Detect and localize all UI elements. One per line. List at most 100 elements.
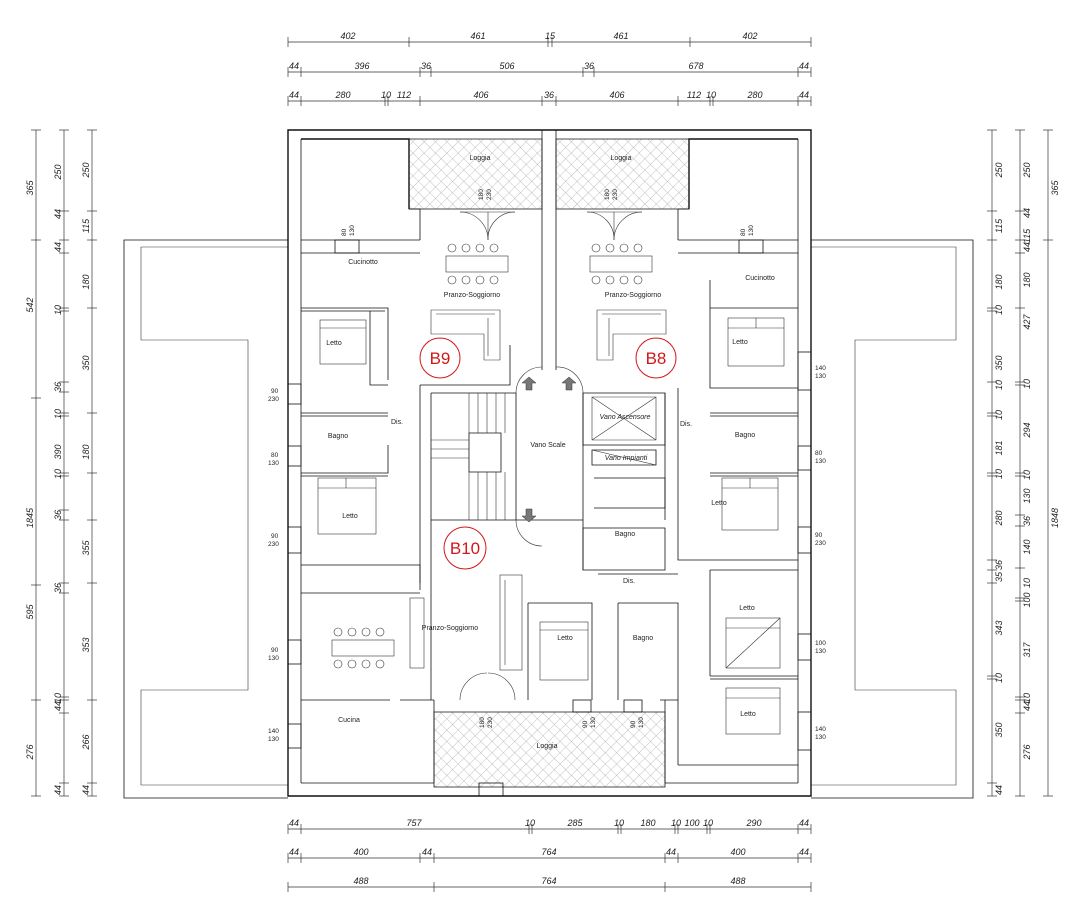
dim-text: 678 xyxy=(688,61,703,71)
top-dimension-row-2: 44 396 36 506 36 678 44 xyxy=(287,61,812,77)
dim-text: 402 xyxy=(340,31,355,41)
right-terrace xyxy=(811,239,974,799)
dim-text: 180 xyxy=(81,274,91,289)
dim-text: 276 xyxy=(25,744,35,760)
dim-text: 353 xyxy=(81,637,91,652)
room-label: Dis. xyxy=(680,421,692,428)
room-label: Loggia xyxy=(469,155,490,162)
dim-text: 542 xyxy=(25,297,35,312)
left-terrace xyxy=(123,239,288,799)
dim-text: 10 xyxy=(1022,578,1032,588)
opening-width: 90 xyxy=(271,647,279,654)
dim-text: 44 xyxy=(53,209,63,219)
dim-text: 44 xyxy=(289,818,299,828)
dim-text: 115 xyxy=(81,218,91,233)
door-mark: 230 xyxy=(486,189,493,200)
dim-text: 280 xyxy=(746,90,762,100)
dim-text: 396 xyxy=(354,61,369,71)
dim-text: 1845 xyxy=(25,507,35,528)
dim-text: 44 xyxy=(53,242,63,252)
dim-text: 10 xyxy=(53,469,63,479)
door-mark: 80 xyxy=(341,228,348,236)
dim-text: 44 xyxy=(1022,242,1032,252)
opening-width: 140 xyxy=(268,728,279,735)
dim-text: 294 xyxy=(1022,422,1032,438)
dim-text: 10 xyxy=(703,818,713,828)
interior-walls xyxy=(301,210,798,783)
opening-height: 130 xyxy=(815,458,826,465)
room-label: Pranzo-Soggiorno xyxy=(444,292,501,299)
dim-text: 427 xyxy=(1022,314,1032,330)
dim-text: 10 xyxy=(994,305,1004,315)
opening-height: 130 xyxy=(268,655,279,662)
dim-text: 250 xyxy=(994,162,1004,178)
dim-text: 44 xyxy=(799,61,809,71)
dim-text: 180 xyxy=(994,274,1004,289)
dim-text: 44 xyxy=(289,61,299,71)
dim-text: 400 xyxy=(730,847,745,857)
room-label: Letto xyxy=(711,500,727,507)
dim-text: 757 xyxy=(406,818,422,828)
door-mark: 90 xyxy=(630,720,637,728)
room-label: Pranzo-Soggiorno xyxy=(605,292,662,299)
opening-width: 140 xyxy=(815,726,826,733)
dim-text: 488 xyxy=(730,876,745,886)
opening-width: 90 xyxy=(815,532,823,539)
door-mark: 180 xyxy=(479,717,486,728)
top-dimension-row-3: 44 280 10 112 406 36 406 112 10 280 44 xyxy=(287,90,812,106)
dim-text: 350 xyxy=(994,355,1004,370)
dim-text: 130 xyxy=(1022,488,1032,503)
right-dimension-outer: 365 1848 xyxy=(1043,129,1060,797)
room-label: Dis. xyxy=(391,419,403,426)
room-label: Bagno xyxy=(328,433,348,440)
opening-width: 90 xyxy=(271,388,279,395)
dim-text: 10 xyxy=(706,90,716,100)
door-mark: 180 xyxy=(478,189,485,200)
up-arrow-icon xyxy=(521,376,537,391)
dim-text: 250 xyxy=(81,162,91,178)
dim-text: 365 xyxy=(1050,180,1060,196)
up-arrow-icon xyxy=(561,376,577,391)
dim-text: 10 xyxy=(53,409,63,419)
dim-text: 180 xyxy=(81,444,91,459)
dim-text: 44 xyxy=(666,847,676,857)
room-label: Cucinotto xyxy=(745,275,775,282)
dim-text: 250 xyxy=(1022,162,1032,178)
loggia-top-left-hatch xyxy=(408,138,543,210)
dim-text: 10 xyxy=(1022,470,1032,480)
door-mark: 130 xyxy=(590,717,597,728)
dim-text: 350 xyxy=(81,355,91,370)
opening-width: 90 xyxy=(271,533,279,540)
room-labels: Cucinotto Cucinotto Pranzo-Soggiorno Pra… xyxy=(326,259,775,724)
dim-text: 180 xyxy=(640,818,655,828)
down-arrow-icon xyxy=(521,508,537,523)
dim-text: 266 xyxy=(81,734,91,750)
dim-text: 36 xyxy=(53,382,63,392)
room-label: Letto xyxy=(739,605,755,612)
dim-text: 44 xyxy=(53,785,63,795)
bottom-dimension-row-3: 488 764 488 xyxy=(287,876,812,892)
dim-text: 36 xyxy=(53,583,63,593)
dim-text: 181 xyxy=(994,440,1004,455)
unit-label: B10 xyxy=(450,539,480,558)
dim-text: 461 xyxy=(470,31,485,41)
dim-text: 317 xyxy=(1022,642,1032,658)
room-label: Dis. xyxy=(623,578,635,585)
dim-text: 44 xyxy=(799,90,809,100)
dim-text: 764 xyxy=(541,876,556,886)
room-label: Pranzo-Soggiorno xyxy=(422,625,479,632)
dim-text: 280 xyxy=(994,510,1004,526)
right-dimension-inner: 250 115 180 10 350 10 10 181 10 280 36 3… xyxy=(987,129,1004,797)
dim-text: 350 xyxy=(994,722,1004,737)
loggia-top-right-hatch xyxy=(555,138,690,210)
room-label: Bagno xyxy=(633,635,653,642)
opening-width: 80 xyxy=(815,450,823,457)
room-label: Loggia xyxy=(610,155,631,162)
opening-height: 230 xyxy=(268,396,279,403)
outer-walls xyxy=(287,129,812,797)
dim-text: 343 xyxy=(994,620,1004,635)
dim-text: 100 xyxy=(1022,592,1032,607)
dim-text: 44 xyxy=(799,818,809,828)
dim-text: 250 xyxy=(53,164,63,180)
